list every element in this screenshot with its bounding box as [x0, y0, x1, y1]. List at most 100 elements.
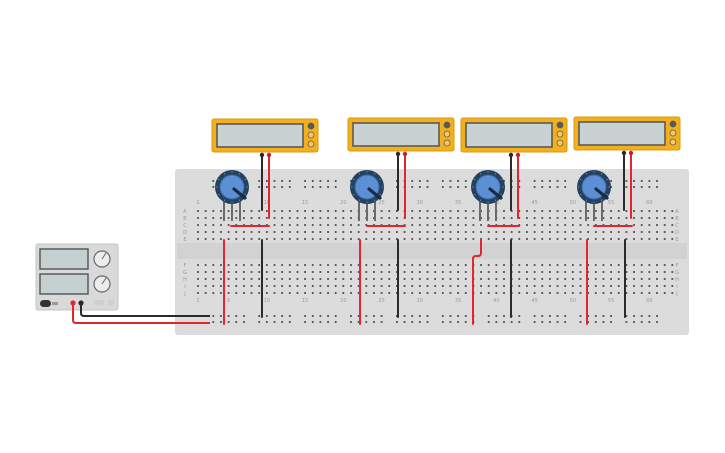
terminal-hole[interactable]	[365, 238, 368, 240]
terminal-hole[interactable]	[648, 210, 651, 212]
rail-hole[interactable]	[594, 321, 597, 323]
terminal-hole[interactable]	[533, 224, 536, 226]
rail-hole[interactable]	[556, 186, 559, 188]
terminal-hole[interactable]	[602, 278, 605, 280]
terminal-hole[interactable]	[197, 285, 199, 287]
terminal-hole[interactable]	[373, 238, 375, 240]
rail-hole[interactable]	[656, 315, 658, 317]
terminal-hole[interactable]	[212, 210, 215, 212]
terminal-hole[interactable]	[633, 285, 635, 287]
terminal-hole[interactable]	[220, 292, 222, 294]
terminal-hole[interactable]	[227, 264, 230, 266]
terminal-hole[interactable]	[472, 231, 475, 233]
terminal-hole[interactable]	[204, 231, 207, 233]
terminal-hole[interactable]	[510, 231, 513, 233]
terminal-hole[interactable]	[594, 292, 597, 294]
terminal-hole[interactable]	[602, 285, 605, 287]
terminal-hole[interactable]	[250, 217, 253, 219]
terminal-hole[interactable]	[564, 231, 567, 233]
multimeter-4[interactable]	[573, 116, 681, 156]
terminal-hole[interactable]	[518, 210, 521, 212]
terminal-hole[interactable]	[388, 271, 391, 273]
terminal-hole[interactable]	[587, 217, 590, 219]
terminal-hole[interactable]	[426, 217, 429, 219]
terminal-hole[interactable]	[418, 217, 421, 219]
rail-hole[interactable]	[579, 321, 582, 323]
multimeter-mode-button[interactable]	[307, 140, 315, 148]
terminal-hole[interactable]	[640, 285, 643, 287]
terminal-hole[interactable]	[633, 292, 635, 294]
terminal-hole[interactable]	[220, 278, 222, 280]
terminal-hole[interactable]	[625, 278, 628, 280]
rail-hole[interactable]	[411, 186, 414, 188]
terminal-hole[interactable]	[671, 224, 674, 226]
terminal-hole[interactable]	[258, 264, 261, 266]
terminal-hole[interactable]	[373, 264, 375, 266]
terminal-hole[interactable]	[579, 217, 582, 219]
terminal-hole[interactable]	[258, 292, 261, 294]
power-supply[interactable]	[35, 243, 119, 311]
rail-hole[interactable]	[533, 180, 536, 182]
terminal-hole[interactable]	[319, 210, 322, 212]
terminal-hole[interactable]	[220, 264, 222, 266]
terminal-hole[interactable]	[350, 231, 352, 233]
terminal-hole[interactable]	[342, 224, 345, 226]
terminal-hole[interactable]	[526, 264, 528, 266]
terminal-hole[interactable]	[564, 210, 567, 212]
terminal-hole[interactable]	[327, 224, 329, 226]
terminal-hole[interactable]	[556, 224, 559, 226]
terminal-hole[interactable]	[197, 292, 199, 294]
potentiometer-1[interactable]	[215, 170, 249, 221]
terminal-hole[interactable]	[388, 210, 391, 212]
terminal-hole[interactable]	[342, 278, 345, 280]
terminal-hole[interactable]	[610, 271, 612, 273]
rail-hole[interactable]	[633, 315, 635, 317]
terminal-hole[interactable]	[526, 285, 528, 287]
terminal-hole[interactable]	[533, 264, 536, 266]
terminal-hole[interactable]	[296, 231, 299, 233]
terminal-hole[interactable]	[587, 238, 590, 240]
rail-hole[interactable]	[258, 186, 261, 188]
multimeter-mode-button[interactable]	[669, 129, 677, 137]
terminal-hole[interactable]	[518, 285, 521, 287]
rail-hole[interactable]	[495, 315, 498, 317]
rail-hole[interactable]	[579, 315, 582, 317]
terminal-hole[interactable]	[457, 292, 459, 294]
terminal-hole[interactable]	[227, 271, 230, 273]
terminal-hole[interactable]	[464, 217, 467, 219]
multimeter-com-port[interactable]	[621, 150, 627, 156]
terminal-hole[interactable]	[533, 217, 536, 219]
terminal-hole[interactable]	[296, 271, 299, 273]
terminal-hole[interactable]	[656, 271, 658, 273]
rail-hole[interactable]	[403, 321, 406, 323]
terminal-hole[interactable]	[273, 285, 276, 287]
terminal-hole[interactable]	[334, 224, 337, 226]
rail-hole[interactable]	[541, 180, 544, 182]
rail-hole[interactable]	[518, 180, 521, 182]
terminal-hole[interactable]	[464, 238, 467, 240]
terminal-hole[interactable]	[311, 271, 314, 273]
terminal-hole[interactable]	[587, 264, 590, 266]
rail-hole[interactable]	[265, 186, 268, 188]
terminal-hole[interactable]	[441, 238, 444, 240]
terminal-hole[interactable]	[212, 224, 215, 226]
rail-hole[interactable]	[311, 321, 314, 323]
terminal-hole[interactable]	[564, 217, 567, 219]
terminal-hole[interactable]	[434, 271, 437, 273]
terminal-hole[interactable]	[288, 217, 291, 219]
terminal-hole[interactable]	[311, 238, 314, 240]
terminal-hole[interactable]	[663, 264, 666, 266]
terminal-hole[interactable]	[434, 292, 437, 294]
terminal-hole[interactable]	[633, 224, 635, 226]
rail-hole[interactable]	[288, 186, 291, 188]
terminal-hole[interactable]	[434, 238, 437, 240]
terminal-hole[interactable]	[342, 285, 345, 287]
terminal-hole[interactable]	[304, 271, 306, 273]
terminal-hole[interactable]	[449, 292, 452, 294]
terminal-hole[interactable]	[319, 264, 322, 266]
rail-hole[interactable]	[327, 315, 329, 317]
multimeter-v-port[interactable]	[266, 152, 272, 158]
terminal-hole[interactable]	[265, 264, 268, 266]
terminal-hole[interactable]	[273, 224, 276, 226]
terminal-hole[interactable]	[288, 278, 291, 280]
